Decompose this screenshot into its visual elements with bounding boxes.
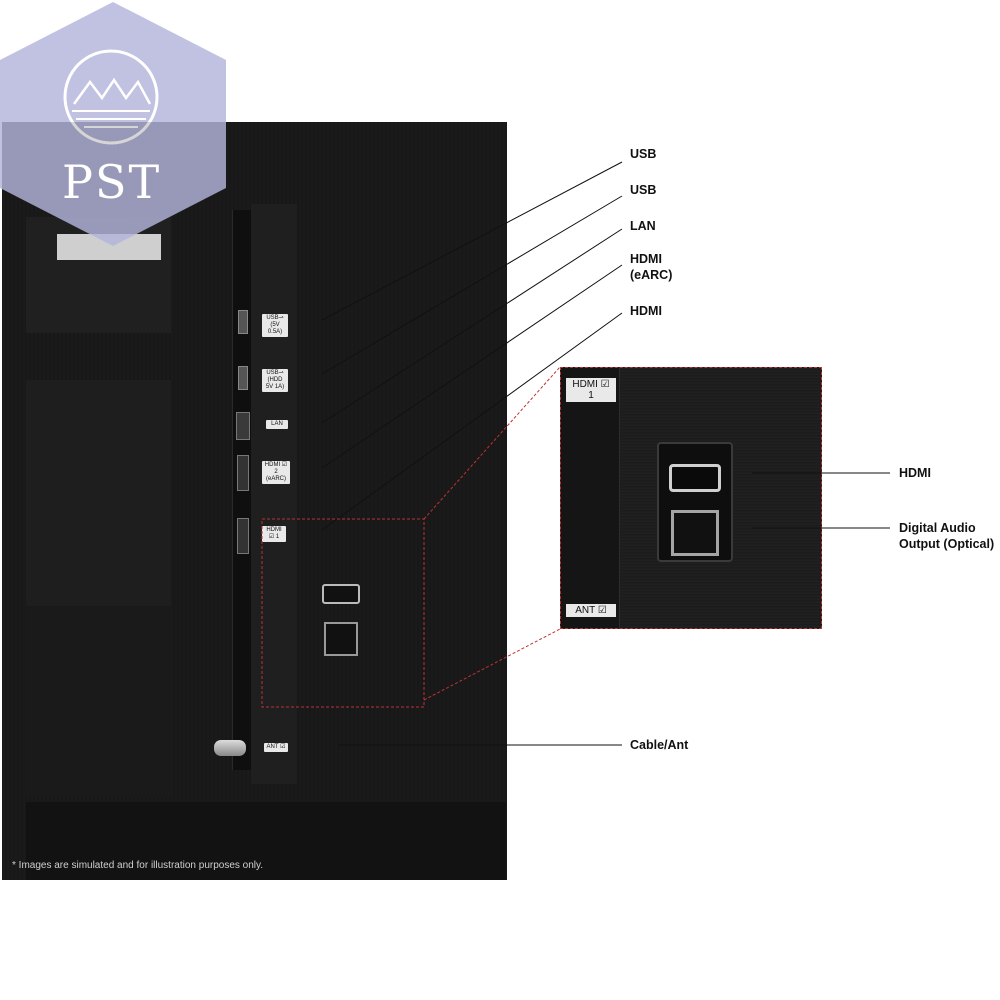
- port-label-hdmi-1: HDMI ☑ 1: [262, 526, 286, 542]
- tv-stand-base: [26, 802, 506, 880]
- callout-usb-2: USB: [630, 183, 657, 197]
- coax-ant-connector: [214, 740, 246, 756]
- watermark-logo-text: PST: [62, 155, 162, 209]
- callout-hdmi-earc-line2: (eARC): [630, 268, 673, 282]
- usb-port-2: [238, 366, 248, 390]
- hdmi-port-small: [322, 584, 360, 604]
- zoom-left-strip: [561, 368, 620, 628]
- usb-port-1: [238, 310, 248, 334]
- zoom-label-hdmi-1-line2: 1: [588, 390, 594, 401]
- zoom-label-ant: ANT ☑: [566, 604, 616, 617]
- zoom-hdmi-port: [669, 464, 721, 492]
- port-label-usb-1: USB⇀ (5V 0.5A): [262, 314, 288, 337]
- port-label-usb-2: USB⇀ (HDD 5V 1A): [262, 369, 288, 392]
- hdmi-port-2: [237, 455, 249, 491]
- port-label-ant: ANT ☑: [264, 743, 288, 752]
- lan-port: [236, 412, 250, 440]
- zoom-label-hdmi-1-line1: HDMI ☑: [572, 379, 610, 390]
- port-column-plate: [251, 204, 297, 784]
- port-label-hdmi-2: HDMI ☑ 2 (eARC): [262, 461, 290, 484]
- zoom-label-hdmi-1: HDMI ☑ 1: [566, 378, 616, 402]
- callout-lan: LAN: [630, 219, 656, 233]
- zoom-optical-port: [671, 510, 719, 556]
- callout-digital-audio-line1: Digital Audio: [899, 521, 976, 535]
- port-label-lan: LAN: [266, 420, 288, 429]
- footnote: * Images are simulated and for illustrat…: [12, 860, 264, 871]
- callout-hdmi: HDMI: [630, 304, 662, 318]
- callout-zoom-hdmi: HDMI: [899, 466, 931, 480]
- callout-digital-audio: Digital Audio Output (Optical): [899, 520, 994, 552]
- tv-back-panel: USB⇀ (5V 0.5A) USB⇀ (HDD 5V 1A) LAN HDMI…: [2, 122, 507, 880]
- callout-cable-ant: Cable/Ant: [630, 738, 689, 752]
- callout-digital-audio-line2: Output (Optical): [899, 537, 995, 551]
- watermark-logo: [0, 2, 226, 246]
- zoom-inset: HDMI ☑ 1 ANT ☑: [560, 367, 822, 629]
- callout-hdmi-earc: HDMI (eARC): [630, 251, 672, 283]
- hdmi-port-1: [237, 518, 249, 554]
- panel-block-left: [26, 380, 171, 606]
- optical-port-small: [324, 622, 358, 656]
- panel-block-lower: [26, 607, 171, 797]
- callout-usb-1: USB: [630, 147, 657, 161]
- callout-hdmi-earc-line1: HDMI: [630, 252, 662, 266]
